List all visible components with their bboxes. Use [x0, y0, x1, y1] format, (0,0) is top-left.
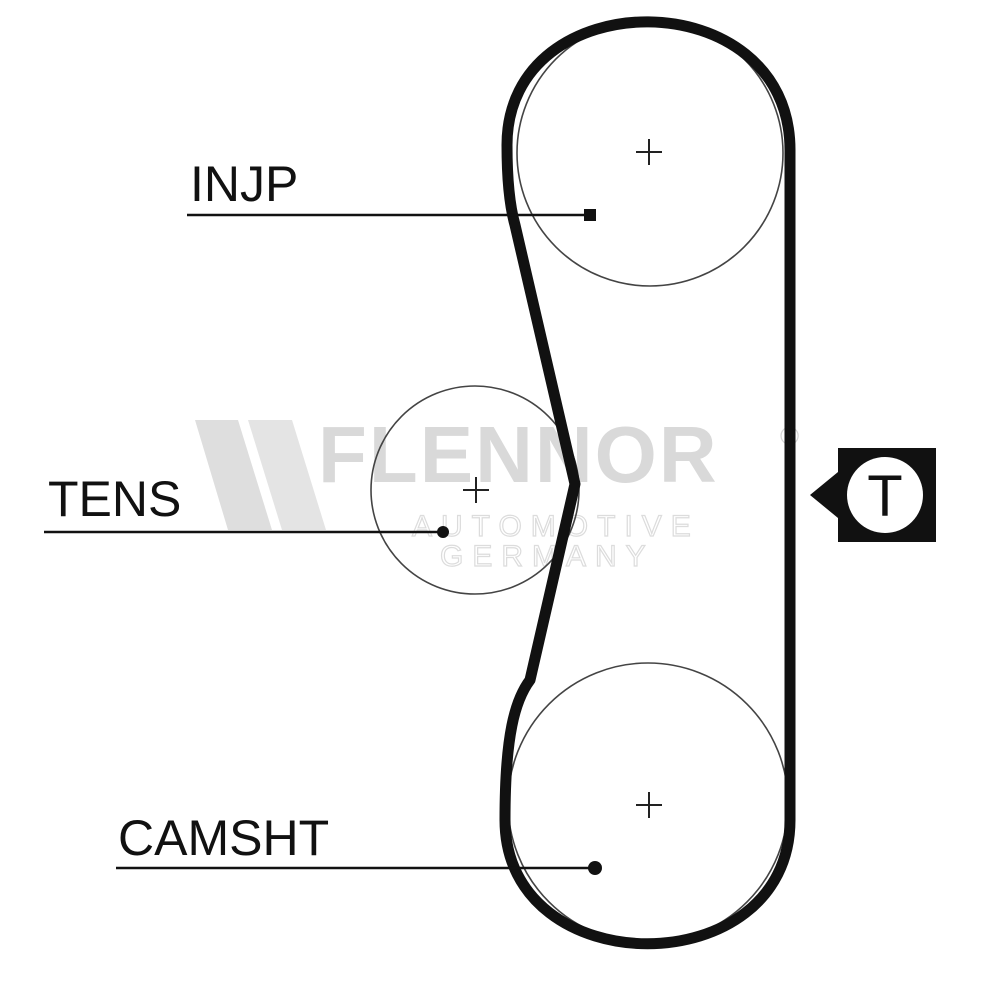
watermark: FLENNOR ® AUTOMOTIVE GERMANY — [195, 410, 799, 574]
tensioner-center-mark — [463, 477, 489, 503]
camsht-timing-mark — [588, 861, 602, 875]
watermark-brand: FLENNOR — [318, 410, 719, 499]
tension-marker-letter: T — [867, 464, 902, 529]
label-tens: TENS — [48, 471, 181, 527]
label-camsht: CAMSHT — [118, 810, 329, 866]
tens-timing-mark — [437, 526, 449, 538]
label-injp: INJP — [190, 156, 298, 212]
watermark-logo-mark — [195, 420, 326, 530]
camshaft-center-mark — [636, 792, 662, 818]
watermark-line-germany: GERMANY — [440, 540, 655, 573]
tension-marker-circle — [847, 457, 923, 533]
injection-pump-center-mark — [636, 139, 662, 165]
timing-belt — [499, 16, 796, 950]
tension-marker: T — [810, 448, 936, 542]
watermark-line-automotive: AUTOMOTIVE — [412, 510, 700, 543]
injp-timing-mark — [584, 209, 596, 221]
